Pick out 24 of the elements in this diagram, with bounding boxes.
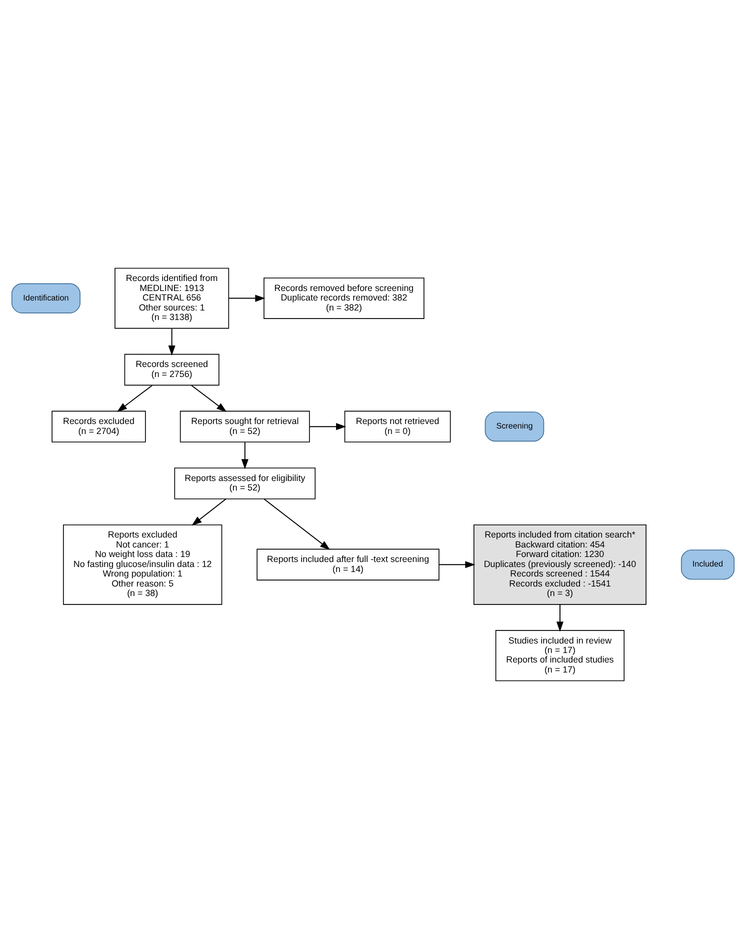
arrow	[264, 498, 330, 550]
arrow	[309, 423, 346, 430]
node-box: Reports included from citation search* Backward citation: 454 Forward citation: 1230 Duplicates (previously screened): -140 Records screened : 1544 Records excluded : -1541 (n = 3)	[474, 524, 646, 605]
arrow	[241, 442, 248, 470]
node-box: Records excluded (n = 2704)	[52, 410, 146, 442]
node-box: Studies included in review (n = 17) Reports of included studies (n = 17)	[495, 630, 625, 682]
arrow	[228, 294, 266, 302]
arrow	[192, 498, 226, 526]
arrow	[116, 384, 153, 412]
node-box: Screening	[484, 412, 544, 442]
node-box: Records identified from MEDLINE: 1913 CENTRAL 656 Other sources: 1 (n = 3138)	[114, 268, 230, 329]
node-box: Records removed before screening Duplicate records removed: 382 (n = 382)	[264, 278, 424, 319]
arrow	[190, 384, 227, 412]
node-box: Reports included after full -text screening (n = 14)	[256, 548, 440, 580]
node-box: Included	[680, 550, 735, 580]
node-box: Reports excluded Not cancer: 1 No weight loss data : 19 No fasting glucose/insulin data : 12 Wrong population: 1 Other reason: 5 (n = 38)	[63, 524, 222, 605]
node-box: Reports not retrieved (n = 0)	[344, 410, 451, 442]
node-box: Reports sought for retrieval (n = 52)	[180, 410, 310, 442]
arrow	[556, 604, 564, 632]
arrow	[168, 328, 176, 356]
arrow	[438, 561, 476, 568]
node-box: Identification	[11, 283, 80, 314]
node-box: Records screened (n = 2756)	[124, 354, 220, 386]
node-box: Reports assessed for eligibility (n = 52)	[174, 468, 316, 500]
